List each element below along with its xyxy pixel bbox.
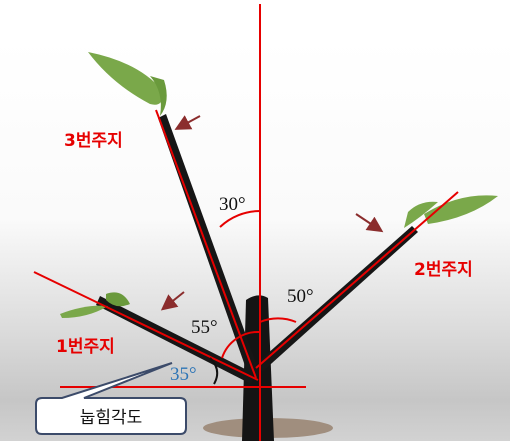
leaf <box>60 305 108 318</box>
leaf <box>106 292 130 307</box>
leaf <box>88 52 163 105</box>
branch-3-label: 3번주지 <box>64 131 123 151</box>
angle-30-label: 30° <box>219 194 246 215</box>
arrow-icon <box>355 213 384 233</box>
arc-35 <box>209 357 219 385</box>
guide-lines <box>33 4 459 441</box>
bending-angle-callout: 눕힘각도 <box>35 362 187 435</box>
angle-55-label: 55° <box>191 317 218 338</box>
angle-arcs <box>219 210 297 359</box>
arrow-icon <box>160 291 185 311</box>
arrows <box>160 115 384 311</box>
callout-box <box>35 362 187 435</box>
arc-55 <box>221 330 261 359</box>
branch-2-guide-line <box>255 191 459 369</box>
branch-1-label: 1번주지 <box>56 337 115 357</box>
leaf <box>404 201 438 228</box>
branch-3 <box>158 114 260 380</box>
arrow-icon <box>174 115 201 130</box>
branch-2-label: 2번주지 <box>414 260 473 280</box>
leaf <box>150 76 167 116</box>
leaf <box>424 195 498 224</box>
arc-30 <box>219 210 261 228</box>
branch-1-guide-line <box>33 271 259 381</box>
branch-3-guide-line <box>155 109 257 379</box>
arc-50 <box>259 317 297 323</box>
angle-35-label: 35° <box>170 364 197 385</box>
callout-text: 눕힘각도 <box>80 408 143 428</box>
angle-50-label: 50° <box>287 286 314 307</box>
top-white-band <box>0 0 510 40</box>
